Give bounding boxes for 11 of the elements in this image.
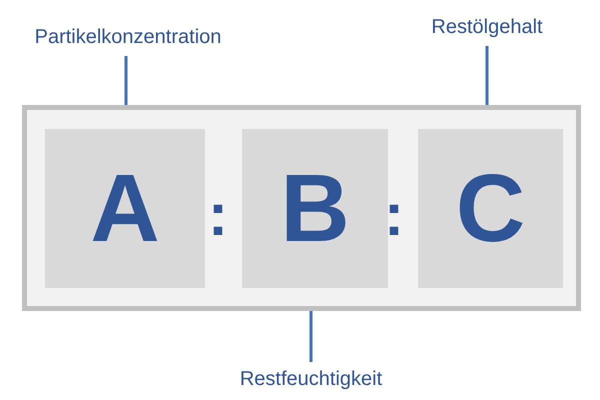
letter-box: C <box>418 129 563 288</box>
leader-line <box>486 46 488 105</box>
parameter-label: Partikelkonzentration <box>20 26 236 52</box>
leader-line <box>310 311 312 362</box>
leader-line <box>124 56 128 105</box>
parameter-label: Restölgehalt <box>425 16 549 42</box>
letter-box: A <box>45 129 205 288</box>
letter-box: B <box>242 129 388 288</box>
colon-separator: : <box>208 180 228 249</box>
parameter-label: Restfeuchtigkeit <box>212 368 410 394</box>
frame-box <box>22 105 581 311</box>
